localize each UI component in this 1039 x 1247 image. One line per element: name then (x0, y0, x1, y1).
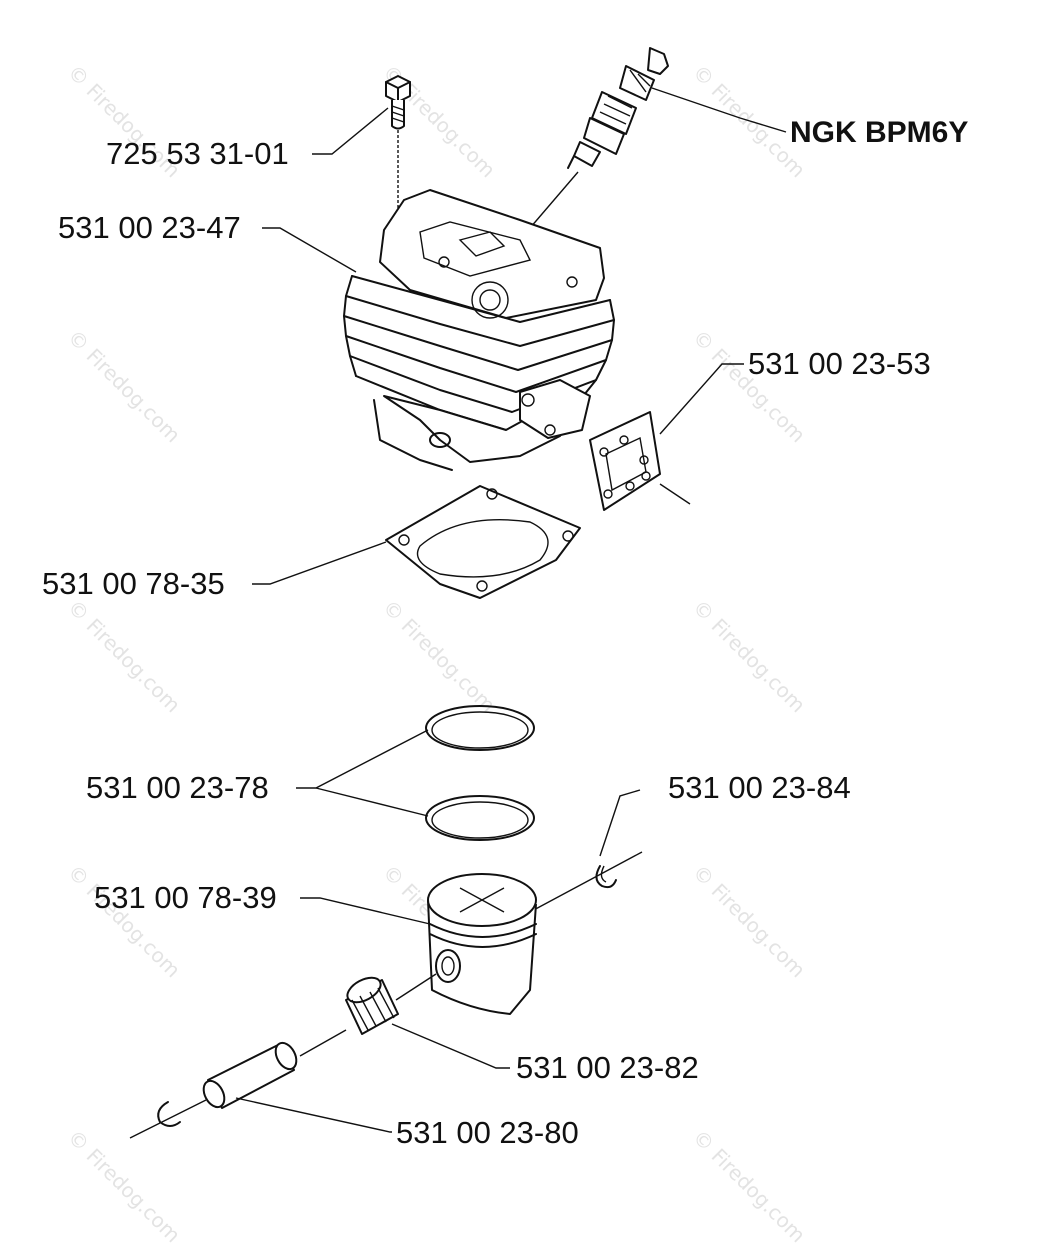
needle-bearing-label: 531 00 23-82 (516, 1050, 699, 1085)
exhaust-gasket-part (589, 363, 744, 511)
circlip-label: 531 00 23-84 (668, 770, 851, 805)
parts-diagram: © Firedog.com © Firedog.com © Firedog.co… (42, 47, 969, 1247)
piston-pin-label: 531 00 23-80 (396, 1115, 579, 1150)
exhaust-gasket-label: 531 00 23-53 (748, 346, 931, 381)
piston-rings-part (296, 705, 535, 841)
diagram-drawing (129, 47, 787, 1139)
piston-part (300, 873, 537, 1015)
spark-plug-label: NGK BPM6Y (790, 116, 969, 149)
screw-label: 725 53 31-01 (106, 136, 289, 171)
cylinder-label: 531 00 23-47 (58, 210, 241, 245)
piston-pin-part (202, 1029, 392, 1133)
left-circlip-part (129, 1099, 207, 1139)
piston-label: 531 00 78-39 (94, 880, 277, 915)
base-gasket-part (252, 485, 581, 599)
circlip-part (529, 789, 643, 913)
piston-rings-label: 531 00 23-78 (86, 770, 269, 805)
base-gasket-label: 531 00 78-35 (42, 566, 225, 601)
spark-plug-part (529, 47, 787, 229)
screw-part (312, 75, 411, 210)
cylinder-part (262, 189, 615, 471)
needle-bearing-part (345, 973, 510, 1069)
